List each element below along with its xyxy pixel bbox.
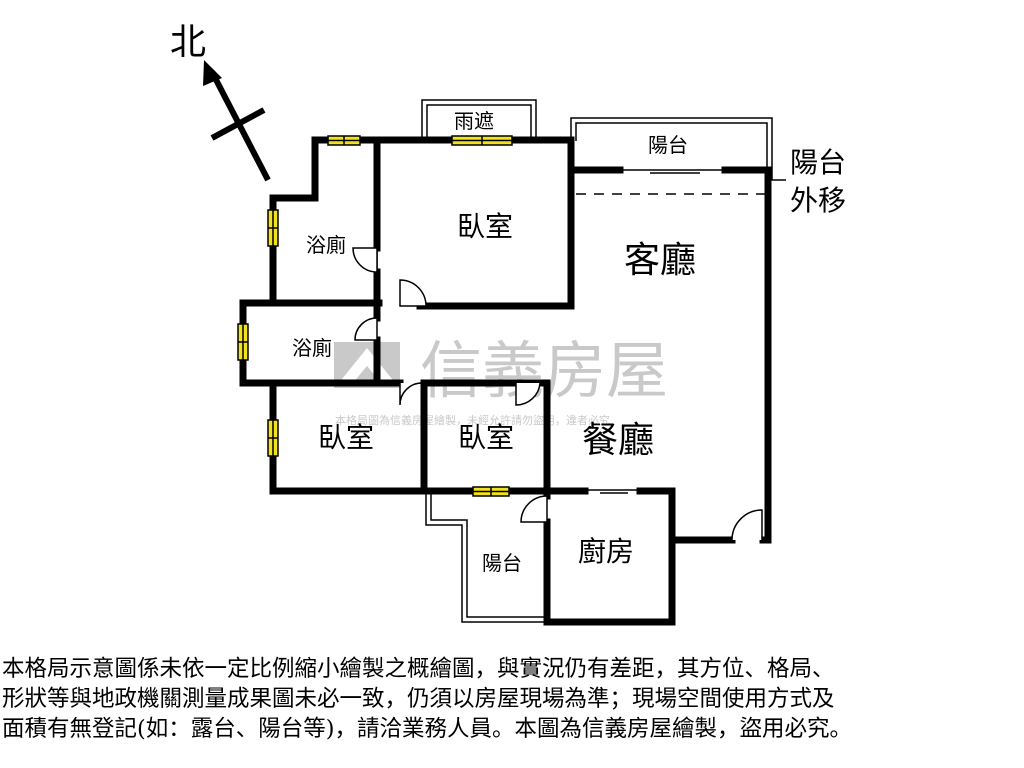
disclaimer-line: 面積有無登記(如：露台、陽台等)，請洽業務人員。本圖為信義房屋繪製，盜用必究。 [2, 716, 853, 742]
north-compass: 北 [170, 22, 271, 182]
room-label-balcony-bottom: 陽台 [482, 551, 522, 575]
window [472, 486, 510, 497]
room-label-kitchen: 廚房 [578, 535, 634, 568]
room-labels: 雨遮 陽台 陽台 外移 臥室 客廳 浴廁 浴廁 臥室 臥室 餐廳 廚房 陽台 [292, 109, 846, 575]
window [267, 419, 279, 457]
disclaimer-line: 形狀等與地政機關測量成果圖未必一致，仍須以房屋現場為準；現場空間使用方式及 [2, 686, 835, 712]
watermark-notice: 本格局圖為信義房屋繪製，未經允許請勿盜用，違者必究 [335, 413, 610, 427]
floor-plan: 北 信義房屋 本格局圖為信義房屋繪製，未經允許請勿盜用，違者必究 [170, 22, 846, 626]
windows [237, 135, 513, 497]
room-label-living-room: 客廳 [624, 240, 696, 281]
room-label-balcony-moved-line1: 陽台 [790, 146, 846, 179]
window [267, 209, 279, 247]
north-label: 北 [170, 22, 206, 63]
room-label-bathroom-2: 浴廁 [292, 336, 332, 360]
room-label-bedroom-mid: 臥室 [458, 421, 514, 454]
window [237, 323, 249, 361]
room-label-balcony-top: 陽台 [648, 133, 688, 157]
window [327, 135, 361, 146]
thin-outlines [421, 99, 786, 623]
window [451, 135, 513, 146]
doors [352, 247, 763, 541]
room-label-canopy: 雨遮 [454, 109, 494, 133]
disclaimer-line: 本格局示意圖係未依一定比例縮小繪製之概繪圖，與實況仍有差距，其方位、格局、 [2, 656, 835, 682]
room-label-dining-room: 餐廳 [582, 420, 654, 461]
room-label-bedroom-left: 臥室 [318, 421, 374, 454]
room-label-balcony-moved-line2: 外移 [790, 184, 846, 217]
disclaimer-text: 本格局示意圖係未依一定比例縮小繪製之概繪圖，與實況仍有差距，其方位、格局、 形狀… [2, 654, 1022, 744]
room-label-bathroom-1: 浴廁 [306, 233, 346, 257]
room-label-bedroom-top: 臥室 [457, 210, 513, 243]
